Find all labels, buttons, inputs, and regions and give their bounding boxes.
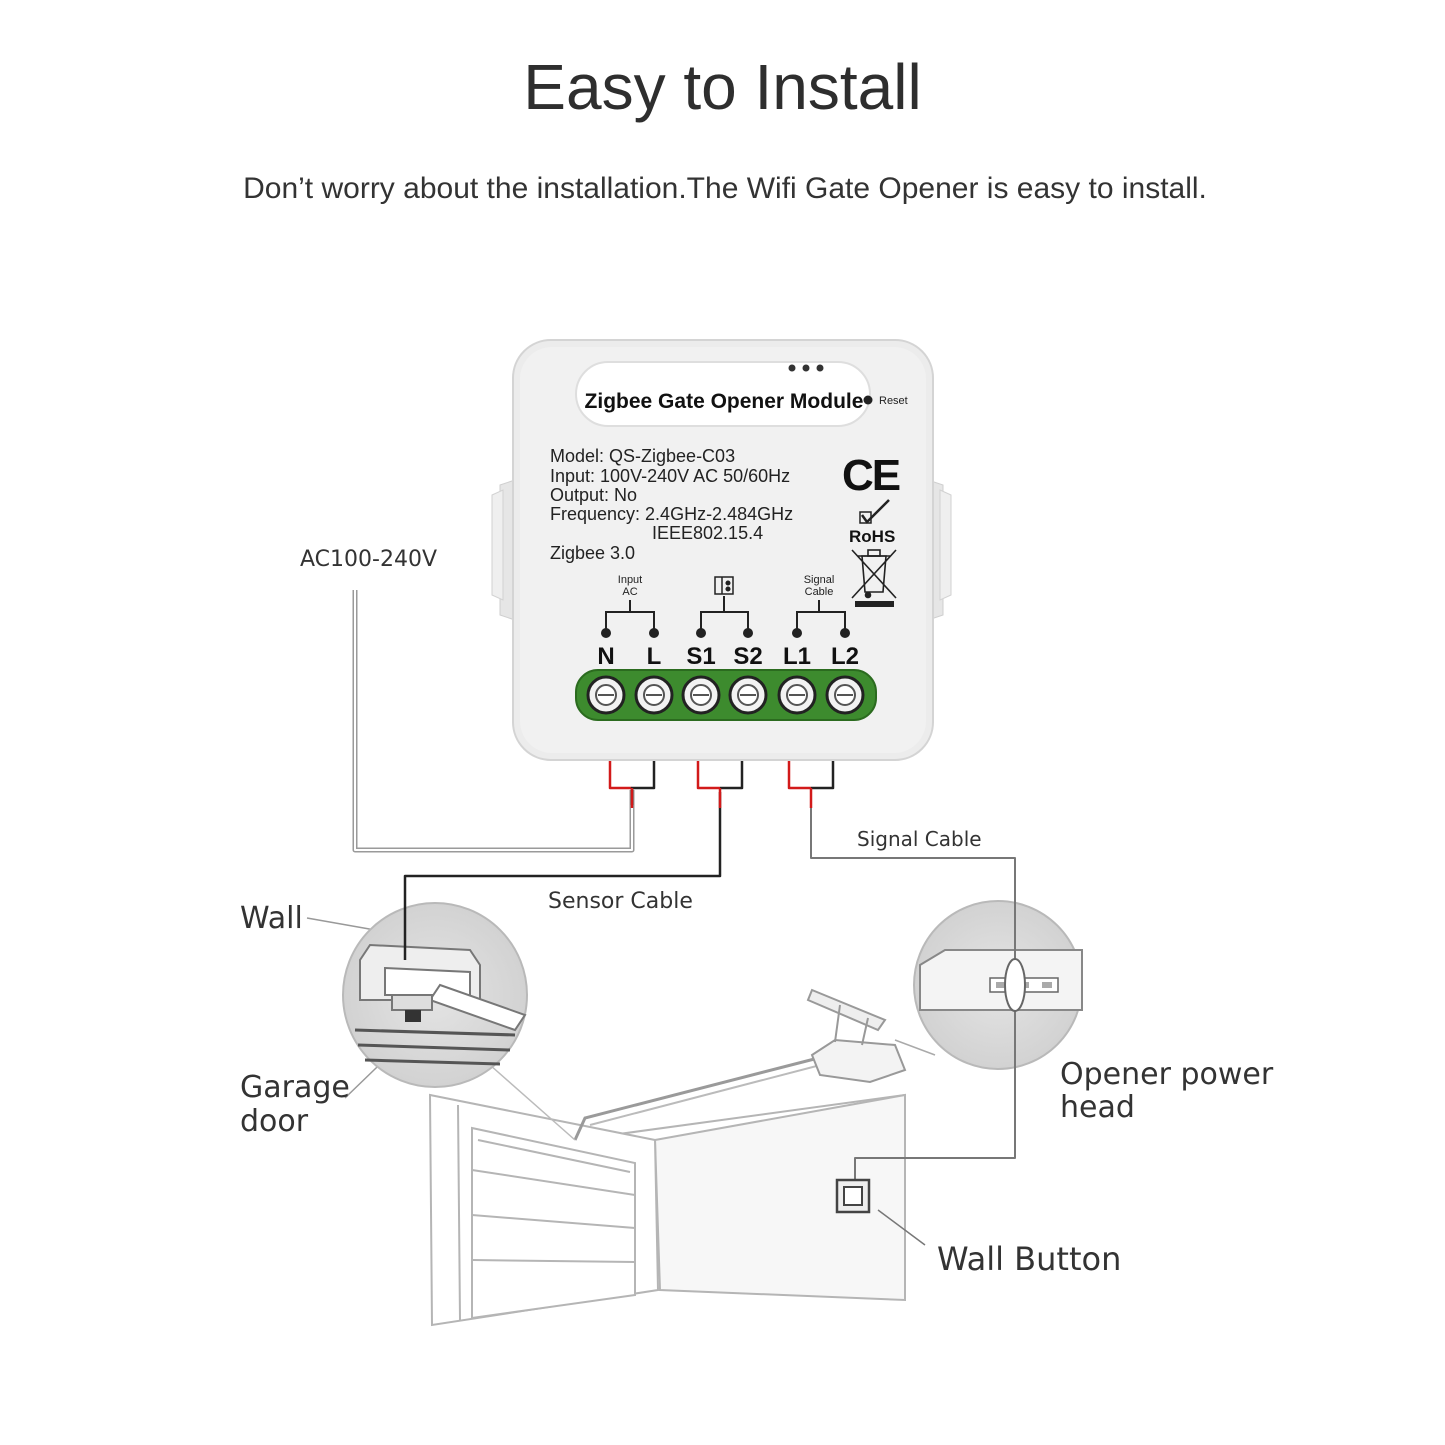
group-label-input-ac-1: Input	[618, 574, 642, 586]
rohs-check-icon	[859, 499, 890, 524]
wiring	[352, 590, 1026, 1180]
terminal-screw-l2	[825, 675, 865, 715]
terminal-label-s1: S1	[686, 643, 715, 670]
group-label-input-ac-2: AC	[622, 586, 637, 598]
group-label-signal-cable-2: Cable	[805, 586, 834, 598]
door-sensor-icon	[714, 576, 734, 595]
garage-door-label-2: door	[240, 1104, 309, 1139]
terminal-label-l1: L1	[783, 643, 811, 670]
terminal-screw-n	[586, 675, 626, 715]
terminal-label-l2: L2	[831, 643, 859, 670]
ce-mark: CE	[842, 451, 900, 500]
opener-zoom-circle	[894, 900, 1083, 1070]
weee-bin-icon	[851, 549, 897, 607]
spec-model: Model: QS-Zigbee-C03	[550, 446, 735, 466]
opener-power-head-label-2: head	[1060, 1090, 1135, 1125]
terminal-screw-s2	[728, 675, 768, 715]
spec-standard: IEEE802.15.4	[652, 523, 763, 543]
ac-voltage-label: AC100-240V	[300, 547, 437, 572]
spec-input: Input: 100V-240V AC 50/60Hz	[550, 466, 790, 486]
terminal-screw-l1	[777, 675, 817, 715]
signal-cable-label: Signal Cable	[857, 827, 982, 851]
reset-label: Reset	[879, 395, 908, 407]
terminal-dots	[601, 628, 850, 638]
terminal-label-s2: S2	[733, 643, 762, 670]
rohs-mark: RoHS	[849, 527, 895, 546]
terminal-label-l: L	[647, 643, 662, 670]
terminal-label-n: N	[597, 643, 614, 670]
module-name: Zigbee Gate Opener Module	[585, 390, 864, 413]
terminal-screw-s1	[681, 675, 721, 715]
spec-protocol: Zigbee 3.0	[550, 543, 635, 563]
zigbee-module	[491, 339, 952, 761]
terminal-brackets	[605, 596, 846, 632]
opener-power-head-label-1: Opener power	[1060, 1057, 1274, 1092]
spec-frequency: Frequency: 2.4GHz-2.484GHz	[550, 504, 793, 524]
page-title: Easy to Install	[523, 51, 922, 123]
garage-illustration	[428, 988, 907, 1327]
group-label-signal-cable-1: Signal	[804, 574, 835, 586]
wall-button-label: Wall Button	[937, 1240, 1121, 1278]
terminal-screw-l	[634, 675, 674, 715]
terminal-block	[575, 669, 877, 721]
page-subtitle: Don’t worry about the installation.The W…	[243, 172, 1207, 205]
spec-output: Output: No	[550, 485, 637, 505]
sensor-zoom-circle	[306, 902, 576, 1141]
wall-button-icon	[835, 1178, 926, 1246]
garage-door-label-1: Garage	[240, 1070, 350, 1105]
sensor-cable-label: Sensor Cable	[548, 889, 693, 914]
wall-label: Wall	[240, 901, 303, 936]
